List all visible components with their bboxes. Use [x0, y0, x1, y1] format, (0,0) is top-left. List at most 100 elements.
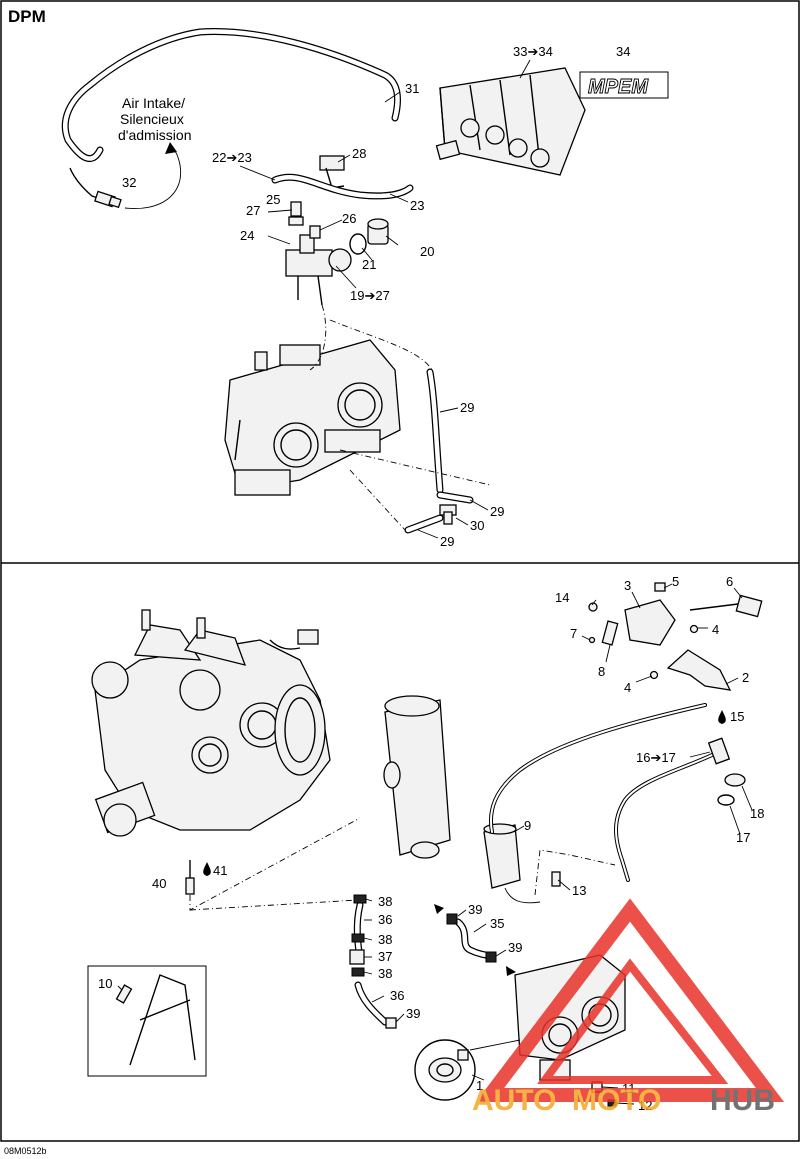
fitting-25	[288, 201, 304, 226]
valve-37	[349, 949, 365, 965]
fitting-26	[309, 225, 321, 239]
mpem-logo: MPEM	[579, 71, 669, 99]
watermark-text-auto: AUTO	[472, 1084, 556, 1117]
callout-28: 28	[352, 146, 366, 161]
inset-box-10	[87, 965, 207, 1077]
arrow-head-icon	[165, 142, 177, 154]
watermark-text-moto: MOTO	[572, 1084, 661, 1117]
hose-35	[454, 918, 496, 960]
callout-31: 31	[405, 81, 419, 96]
callout-33-34: 33➔34	[513, 44, 553, 59]
callout-39-a: 39	[406, 1006, 420, 1021]
callout-14: 14	[555, 590, 569, 605]
ring-17	[717, 794, 735, 806]
watermark-logo: AUTO MOTO HUB	[472, 898, 785, 1117]
callout-21: 21	[362, 257, 376, 272]
callout-26: 26	[342, 211, 356, 226]
arrow-head-icon-2	[434, 904, 444, 914]
callout-36-b: 36	[390, 988, 404, 1003]
hose-29	[404, 368, 474, 534]
nut-14	[588, 602, 598, 612]
clamp-38-c	[351, 967, 365, 977]
drop-icon	[203, 862, 211, 876]
inset-lead	[469, 1039, 521, 1051]
mpem-module-33	[439, 67, 586, 176]
callout-23: 23	[410, 198, 424, 213]
mpem-logo-text: MPEM	[588, 76, 649, 98]
plate-8	[601, 620, 619, 646]
fitting-39-a	[385, 1017, 397, 1029]
callout-22-23: 22➔23	[212, 150, 252, 165]
cap-5	[654, 582, 666, 592]
callout-20: 20	[420, 244, 434, 259]
callout-30: 30	[470, 518, 484, 533]
drain-route-2	[189, 899, 359, 911]
callout-4-a: 4	[712, 622, 719, 637]
callout-3: 3	[624, 578, 631, 593]
screw-7	[588, 636, 596, 644]
oil-route	[534, 849, 616, 896]
callout-1: 1	[476, 1078, 483, 1093]
fitting-32	[69, 167, 122, 209]
diagram-code: 08M0512b	[4, 1146, 47, 1156]
callout-25: 25	[266, 192, 280, 207]
valve-19	[285, 234, 352, 306]
callout-36-a: 36	[378, 912, 392, 927]
callout-38-c: 38	[378, 966, 392, 981]
callout-39-b: 39	[468, 902, 482, 917]
watermark-text-hub: HUB	[710, 1084, 775, 1117]
callout-17: 17	[736, 830, 750, 845]
nut-4-a	[689, 624, 699, 634]
oil-reservoir-9	[483, 823, 521, 889]
fitting-39-c	[485, 951, 497, 963]
callout-4-b: 4	[624, 680, 631, 695]
carburetor-assembly	[224, 339, 401, 496]
fitting-39-b	[446, 913, 458, 925]
callout-29-c: 29	[440, 534, 454, 549]
hose-route-line-3	[349, 469, 406, 531]
callout-13: 13	[572, 883, 586, 898]
watermark-triangle-icon	[475, 898, 785, 1102]
callout-41: 41	[213, 863, 227, 878]
callout-16-17: 16➔17	[636, 750, 676, 765]
oil-hose	[504, 887, 541, 904]
tee-30	[439, 504, 457, 525]
clamp-38-b	[351, 933, 365, 943]
clamp-38-a	[353, 894, 367, 904]
nut-4-b	[649, 670, 659, 680]
air-intake-note-line2: Silencieux	[120, 111, 184, 127]
callout-38-b: 38	[378, 932, 392, 947]
callout-40: 40	[152, 876, 166, 891]
bracket-2	[666, 649, 732, 691]
callout-35: 35	[490, 916, 504, 931]
callout-15: 15	[730, 709, 744, 724]
callout-19-27: 19➔27	[350, 288, 390, 303]
callout-2: 2	[742, 670, 749, 685]
hose-31	[61, 28, 401, 162]
diagram-title: DPM	[8, 7, 46, 26]
callout-32: 32	[122, 175, 136, 190]
callout-7: 7	[570, 626, 577, 641]
grommet-18	[724, 773, 746, 787]
callout-27: 27	[246, 203, 260, 218]
drop-icon-2	[718, 710, 726, 724]
callout-8: 8	[598, 664, 605, 679]
air-intake-note-line1: Air Intake/	[122, 95, 185, 111]
callout-38-a: 38	[378, 894, 392, 909]
housing-3	[624, 599, 676, 646]
throttle-cable-15	[489, 703, 707, 834]
plug-40	[185, 860, 195, 895]
callout-6: 6	[726, 574, 733, 589]
carburetor-lower	[514, 954, 626, 1081]
callout-10: 10	[98, 976, 112, 991]
air-intake-note-line3: d'admission	[118, 127, 192, 143]
watermark-inner-triangle-icon	[537, 958, 729, 1084]
callout-9: 9	[524, 818, 531, 833]
bracket-13	[551, 871, 561, 887]
callout-34: 34	[616, 44, 630, 59]
callout-29-a: 29	[460, 400, 474, 415]
callout-5: 5	[672, 574, 679, 589]
muffler	[383, 695, 451, 859]
switch-6	[689, 594, 763, 618]
